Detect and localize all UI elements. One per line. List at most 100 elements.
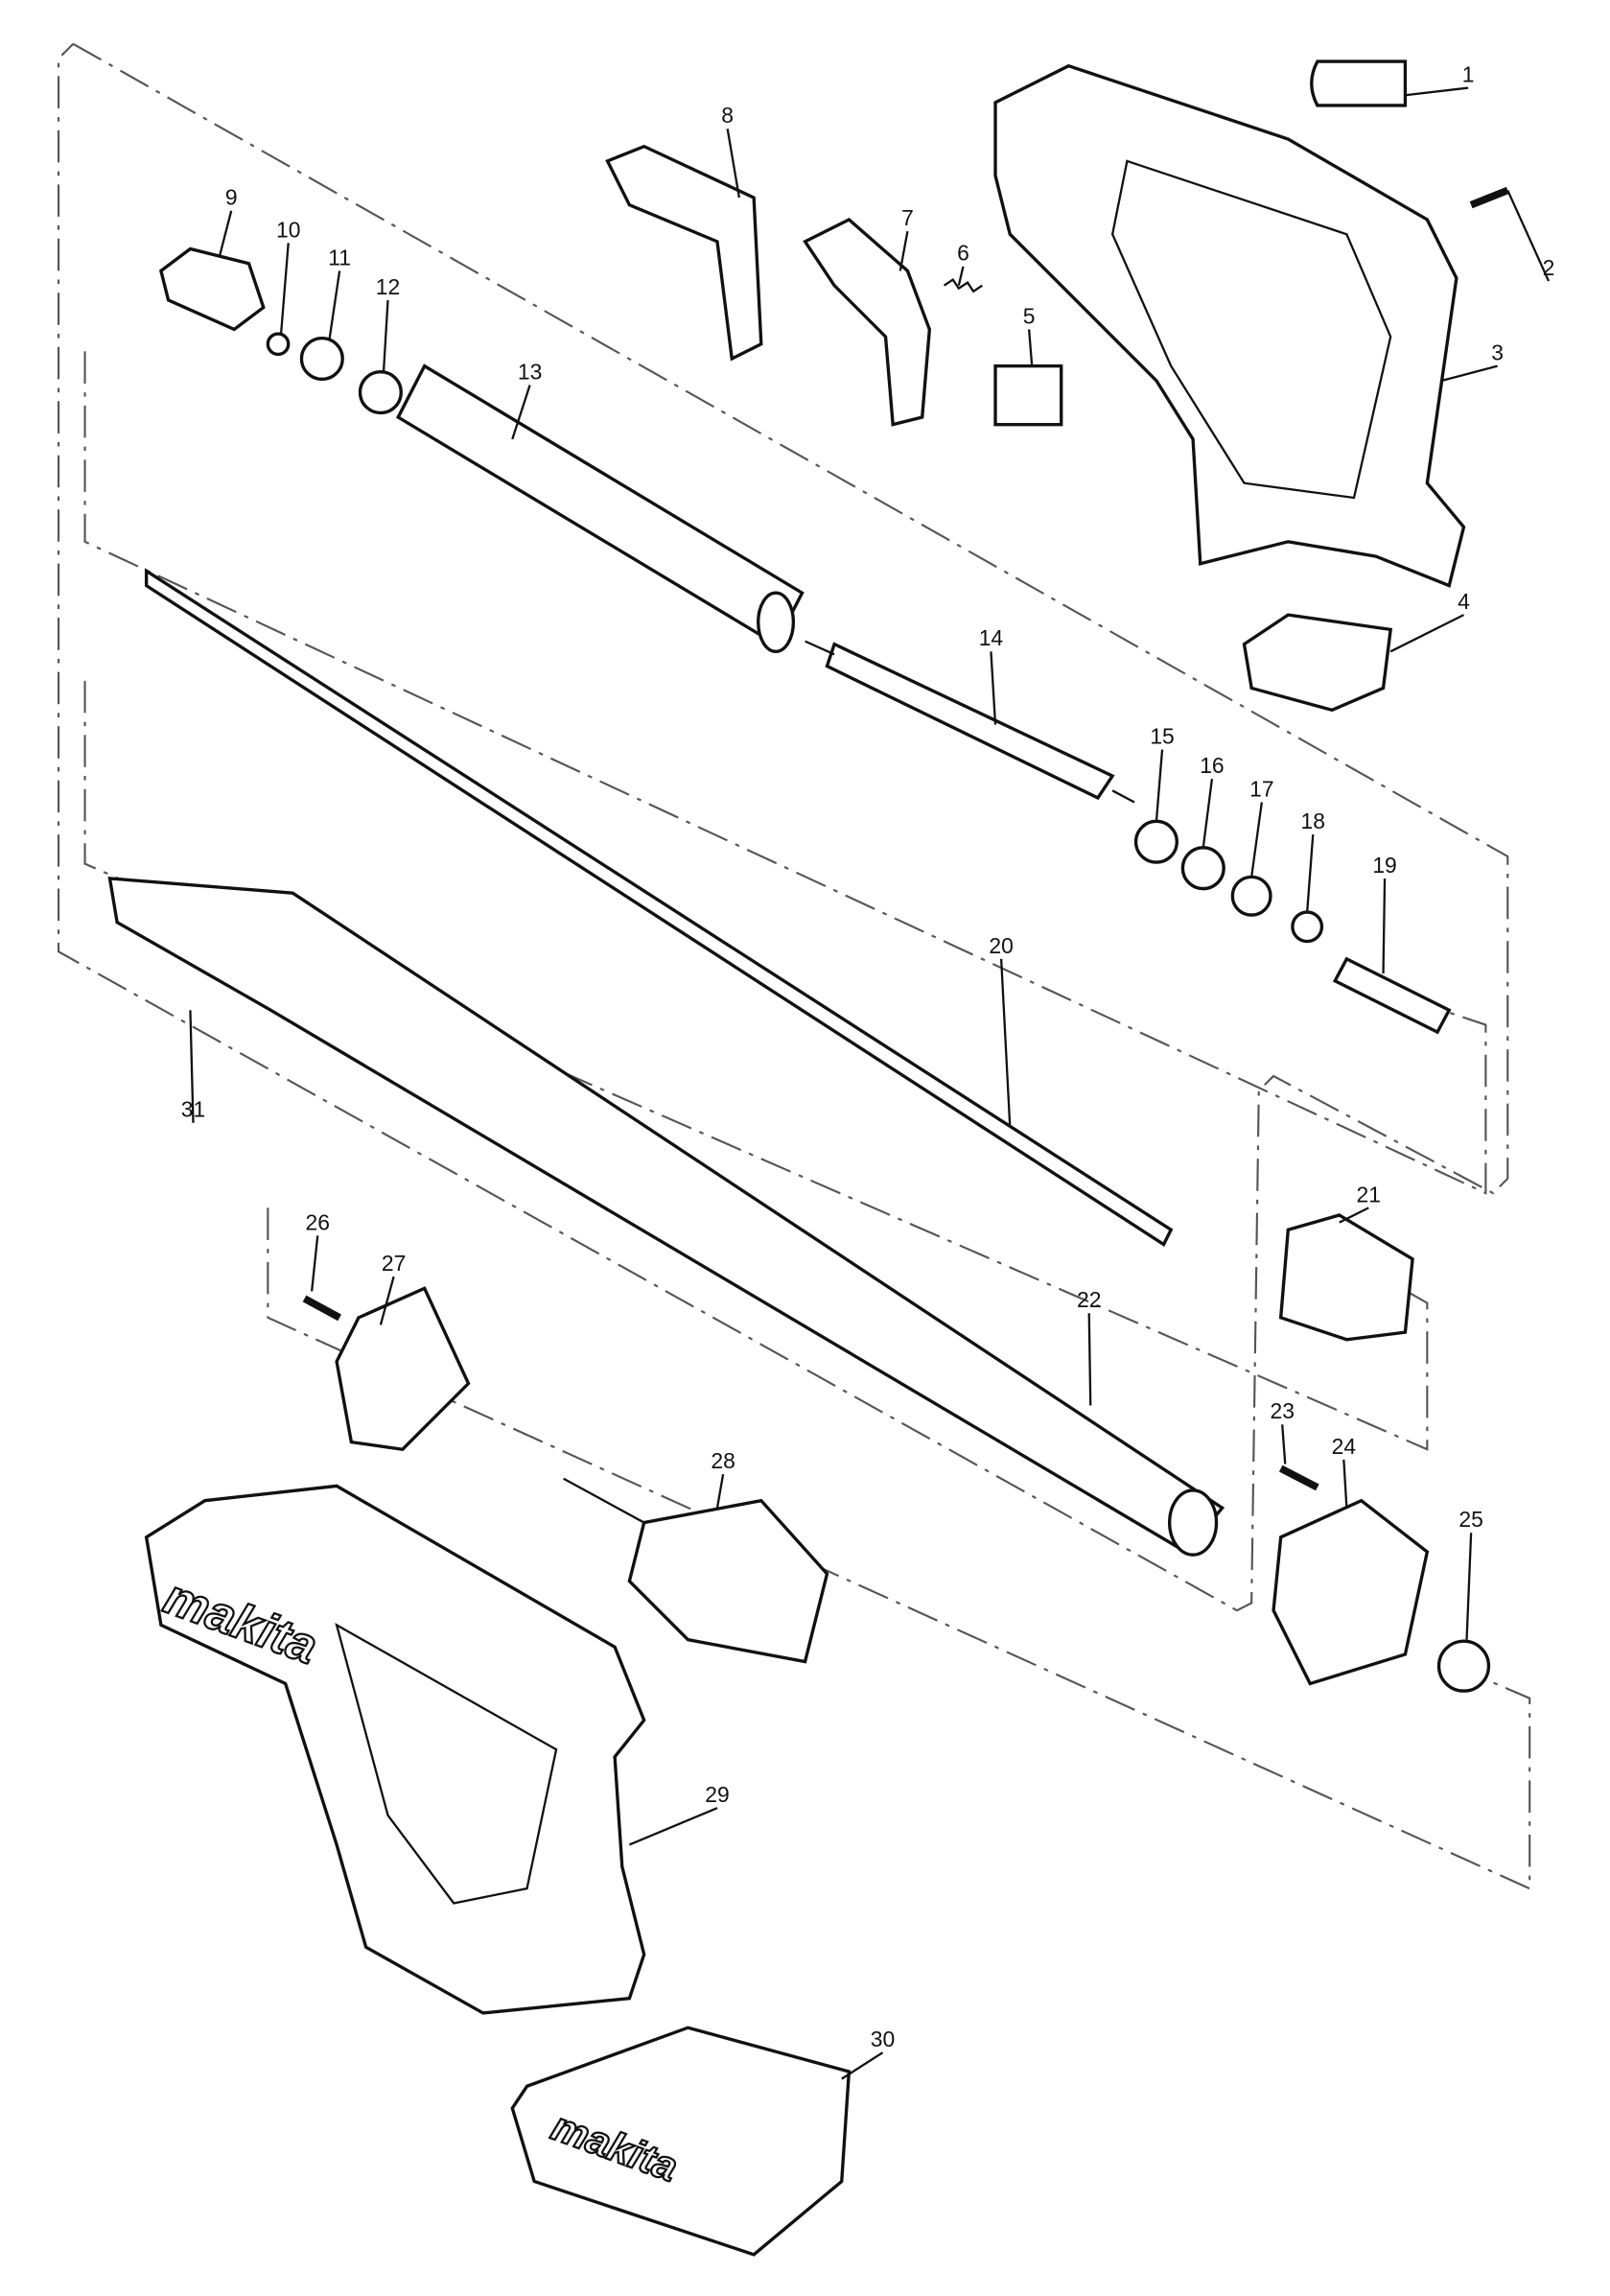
leader-line-25 xyxy=(1465,1533,1473,1640)
part-number-label-21: 21 xyxy=(1357,1182,1381,1207)
leader-line-31 xyxy=(189,1010,195,1123)
part-number-label-1: 1 xyxy=(1462,61,1475,86)
leader-line-19 xyxy=(1382,878,1387,974)
part-number-label-11: 11 xyxy=(328,245,351,269)
part-29-handle xyxy=(144,1484,646,2015)
part-1-label xyxy=(1310,59,1408,107)
shaft-pin xyxy=(1111,789,1135,804)
housing-window xyxy=(1110,159,1392,500)
leader-line-8 xyxy=(726,129,741,199)
leader-line-17 xyxy=(1250,802,1263,878)
part-number-label-10: 10 xyxy=(276,217,300,242)
part-24-bracket xyxy=(1272,1498,1430,1686)
part-number-label-24: 24 xyxy=(1332,1434,1357,1459)
part-18-washer xyxy=(1291,910,1324,944)
leader-line-3 xyxy=(1441,364,1498,382)
part-number-label-19: 19 xyxy=(1372,853,1396,878)
part-number-label-5: 5 xyxy=(1023,303,1036,328)
leader-line-18 xyxy=(1306,834,1315,913)
guide-line-lower xyxy=(83,680,1429,1451)
part-3-housing xyxy=(993,63,1466,588)
part-17-seal xyxy=(1230,875,1272,917)
part-11-bearing xyxy=(299,336,344,382)
leader-line-14 xyxy=(990,651,997,725)
part-30-cover xyxy=(510,2026,852,2257)
part-number-label-26: 26 xyxy=(306,1209,330,1234)
part-number-label-2: 2 xyxy=(1543,255,1555,280)
part-number-label-14: 14 xyxy=(979,625,1004,650)
part-7-lever xyxy=(803,217,932,427)
part-number-label-30: 30 xyxy=(871,2027,895,2051)
part-number-label-12: 12 xyxy=(376,274,400,299)
part-number-label-13: 13 xyxy=(518,359,542,384)
part-number-label-27: 27 xyxy=(382,1251,406,1276)
leader-line-15 xyxy=(1155,749,1164,822)
part-9-nose xyxy=(159,246,266,332)
part-number-label-17: 17 xyxy=(1249,776,1273,801)
part-number-label-3: 3 xyxy=(1491,340,1504,365)
part-12-bearing xyxy=(358,370,403,415)
leader-line-26 xyxy=(311,1235,319,1292)
leader-line-23 xyxy=(1281,1424,1287,1464)
part-20-rod xyxy=(144,568,1174,1247)
leader-line-12 xyxy=(382,299,389,374)
leader-line-21 xyxy=(1339,1207,1369,1224)
part-number-label-23: 23 xyxy=(1270,1398,1294,1423)
leader-line-13 xyxy=(511,385,531,440)
leader-line-9 xyxy=(218,210,233,257)
part-number-label-22: 22 xyxy=(1077,1287,1101,1312)
part-21-nut xyxy=(1278,1213,1414,1342)
leader-line-6 xyxy=(957,266,965,286)
leader-line-30 xyxy=(841,2051,884,2080)
leader-line-11 xyxy=(328,270,341,340)
leader-line-2 xyxy=(1506,189,1551,282)
part-number-label-8: 8 xyxy=(721,103,734,128)
part-number-label-25: 25 xyxy=(1458,1507,1482,1532)
part-number-label-6: 6 xyxy=(957,241,969,266)
leader-line-28 xyxy=(715,1473,725,1509)
shaft-pin xyxy=(805,640,835,656)
part-26-screw xyxy=(302,1295,341,1322)
part-13-tube xyxy=(395,363,805,647)
part-number-label-28: 28 xyxy=(711,1448,735,1473)
leader-line-4 xyxy=(1389,614,1465,653)
leader-line-16 xyxy=(1202,778,1214,848)
leader-line-29 xyxy=(628,1807,718,1846)
leader-line-5 xyxy=(1027,329,1034,366)
part-number-label-16: 16 xyxy=(1200,753,1224,778)
part-number-label-29: 29 xyxy=(705,1782,729,1807)
part-23-screw xyxy=(1278,1464,1319,1491)
part-number-label-31: 31 xyxy=(181,1097,205,1122)
part-2-screw xyxy=(1469,186,1509,209)
part-number-label-9: 9 xyxy=(225,185,238,210)
part-16-bearing xyxy=(1180,846,1225,891)
part-number-label-4: 4 xyxy=(1458,589,1470,614)
part-22-collar xyxy=(1167,1488,1219,1557)
leader-line-10 xyxy=(279,243,290,335)
part-6-spring xyxy=(943,277,983,293)
guide-line-upper xyxy=(83,351,1487,1195)
part-4-plate xyxy=(1242,613,1393,713)
leader-line-20 xyxy=(999,958,1012,1128)
handle-grip-opening xyxy=(335,1623,558,1905)
part-25-bearing xyxy=(1436,1639,1491,1693)
part-8-hook xyxy=(605,144,763,362)
part-number-label-7: 7 xyxy=(901,205,914,230)
part-14-shaft xyxy=(825,642,1115,801)
leader-line-1 xyxy=(1405,86,1469,97)
part-number-label-18: 18 xyxy=(1301,808,1325,833)
part-15-bearing xyxy=(1133,819,1178,864)
guide-line-motor xyxy=(267,1207,1531,1890)
part-19-sleeve xyxy=(1332,956,1452,1035)
motor-shaft xyxy=(563,1477,645,1524)
part-28-motor xyxy=(627,1498,829,1664)
leader-line-24 xyxy=(1342,1459,1348,1509)
tube-end xyxy=(757,591,796,653)
assembly-boundary xyxy=(57,42,1509,1612)
leader-line-27 xyxy=(379,1276,395,1325)
part-31-tube xyxy=(107,877,1225,1555)
leader-line-7 xyxy=(898,230,909,271)
part-10-ring xyxy=(266,332,291,357)
